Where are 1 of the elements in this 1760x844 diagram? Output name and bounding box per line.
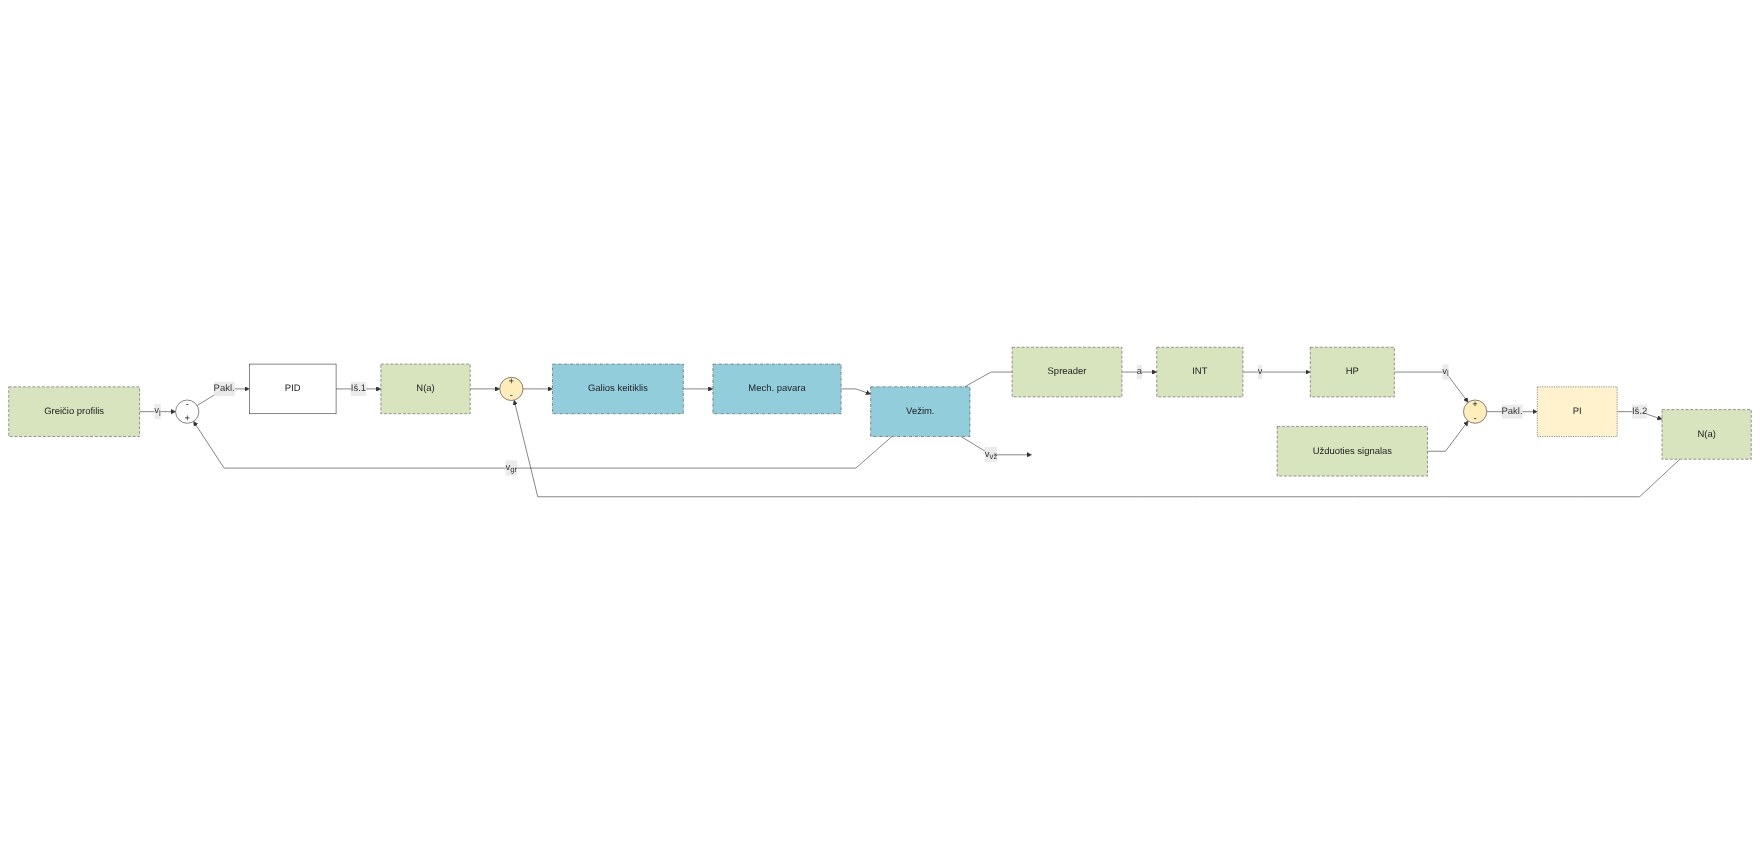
connector bbox=[964, 371, 1013, 388]
